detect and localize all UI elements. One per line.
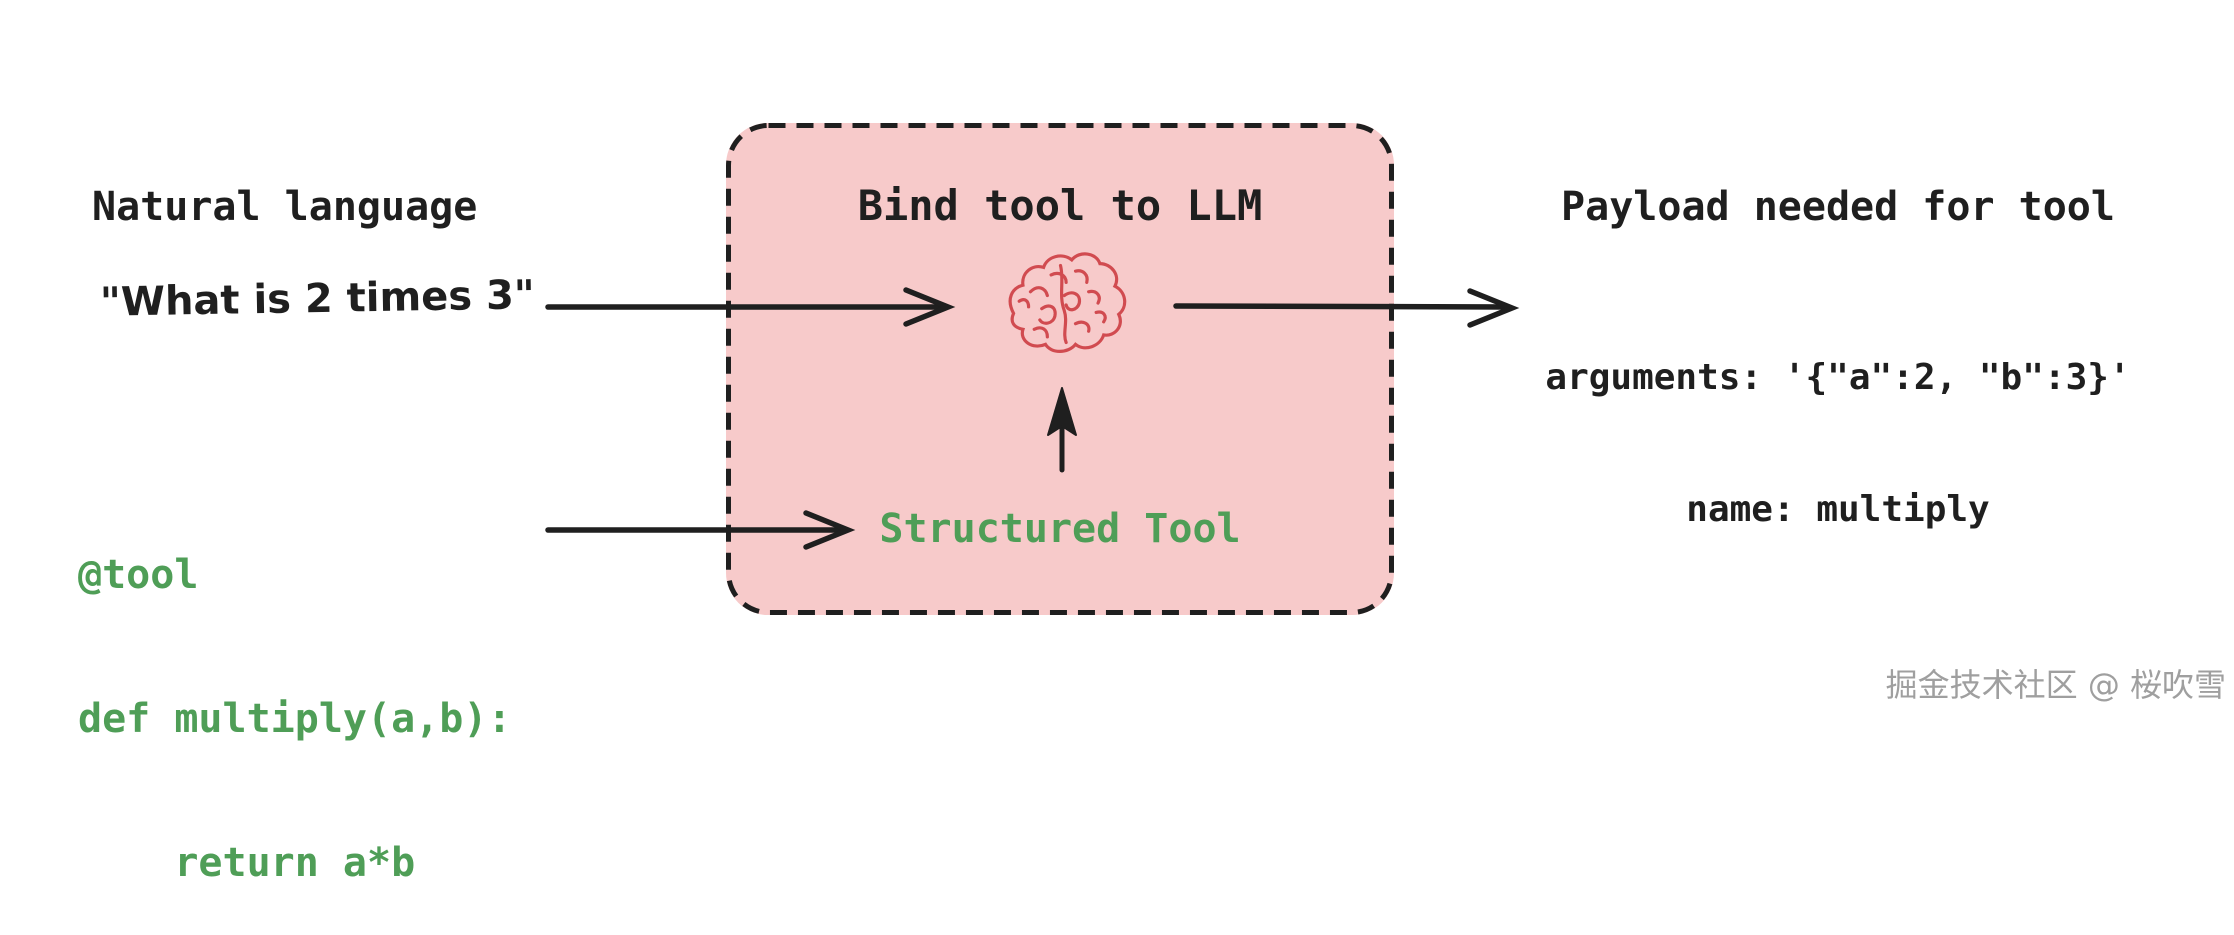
structured-tool-label: Structured Tool bbox=[879, 506, 1241, 552]
diagram-canvas: { "diagram": { "left": { "title": "Natur… bbox=[78, 123, 2226, 886]
payload-name-line: name: multiply bbox=[1686, 489, 1990, 530]
code-line-return: return a*b bbox=[78, 840, 416, 886]
code-line-decorator: @tool bbox=[78, 552, 199, 598]
watermark: 掘金技术社区 @ 桜吹雪 bbox=[1885, 666, 2226, 704]
natural-language-quote: "What is 2 times 3" bbox=[99, 272, 536, 326]
code-line-def: def multiply(a,b): bbox=[78, 696, 512, 742]
brain-icon bbox=[983, 243, 1138, 365]
payload-arguments-line: arguments: '{"a":2, "b":3}' bbox=[1545, 357, 2131, 398]
payload-block: arguments: '{"a":2, "b":3}' name: multip… bbox=[1508, 268, 2168, 576]
bind-tool-title: Bind tool to LLM bbox=[857, 181, 1263, 230]
payload-title: Payload needed for tool bbox=[1561, 184, 2115, 230]
tool-code-block: @tool def multiply(a,b): return a*b bbox=[78, 455, 511, 935]
natural-language-title: Natural language bbox=[92, 184, 478, 230]
